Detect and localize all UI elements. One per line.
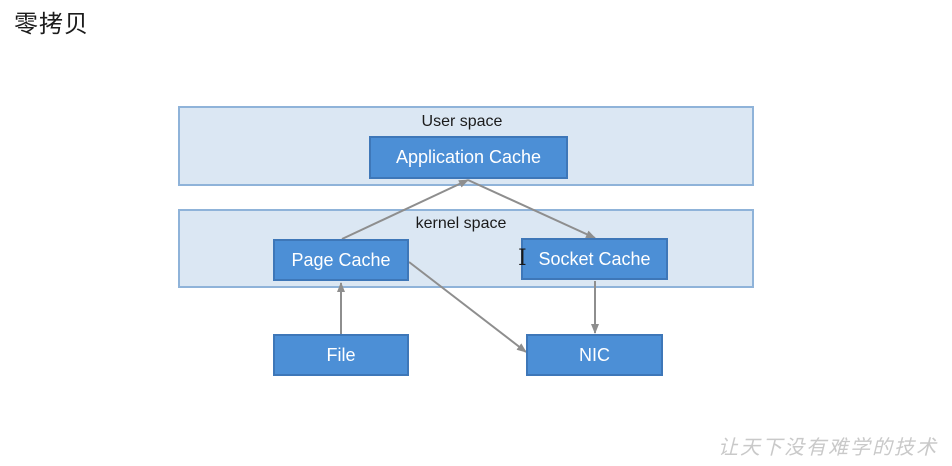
application-cache-box: Application Cache [369, 136, 568, 179]
kernel-space-label: kernel space [415, 215, 507, 232]
nic-box: NIC [526, 334, 663, 376]
file-box: File [273, 334, 409, 376]
page-cache-box: Page Cache [273, 239, 409, 281]
watermark: 让天下没有难学的技术 [718, 435, 938, 459]
page-title: 零拷贝 [14, 10, 89, 38]
user-space-label: User space [421, 113, 503, 130]
text-cursor-icon: I [518, 246, 527, 271]
socket-cache-box: Socket Cache [521, 238, 668, 280]
